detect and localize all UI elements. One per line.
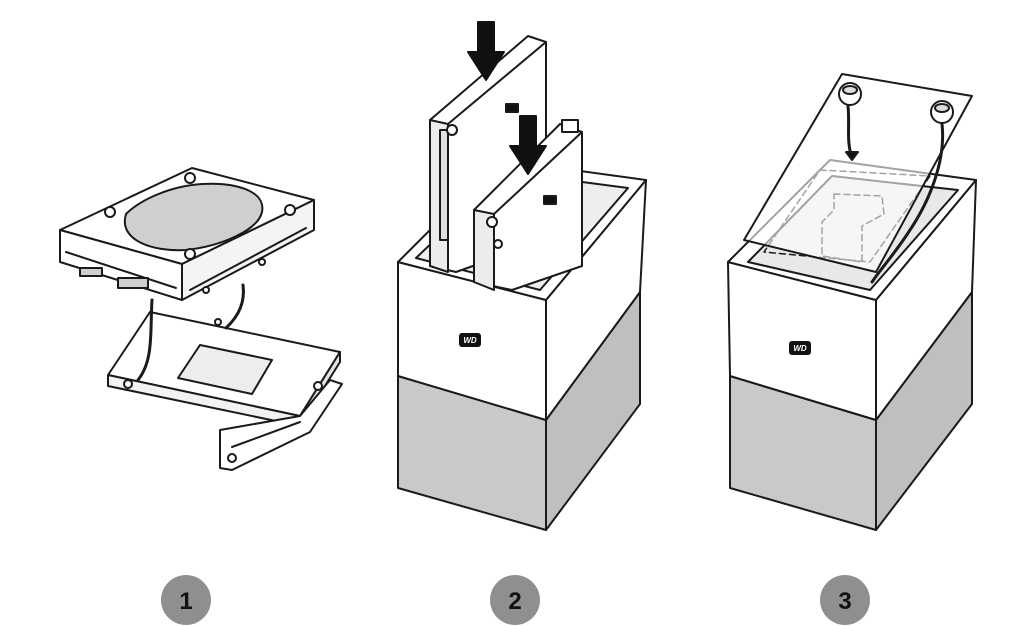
brand-logo: WD [789,341,811,355]
step2-illustration: WD [397,21,647,531]
brand-logo: WD [459,333,481,347]
svg-text:WD: WD [463,336,477,345]
step1-illustration [59,167,343,471]
thumbscrew [838,82,862,161]
drive-tray [107,311,343,471]
step-badge-2: 2 [490,575,540,625]
mounting-pin [136,298,154,382]
insert-arrow [509,115,547,175]
step-badge-1: 1 [161,575,211,625]
hard-drive [59,167,315,301]
step-number: 1 [179,588,192,615]
insert-arrow [467,21,505,81]
enclosure-lid [743,73,973,273]
mounting-pin [224,283,245,330]
step-number: 3 [838,588,851,615]
drive-sled [473,119,583,291]
thumbscrew [870,100,954,284]
step-number: 2 [508,588,521,615]
step-badge-3: 3 [820,575,870,625]
svg-text:WD: WD [793,344,807,353]
step3-illustration: WD [727,73,977,531]
